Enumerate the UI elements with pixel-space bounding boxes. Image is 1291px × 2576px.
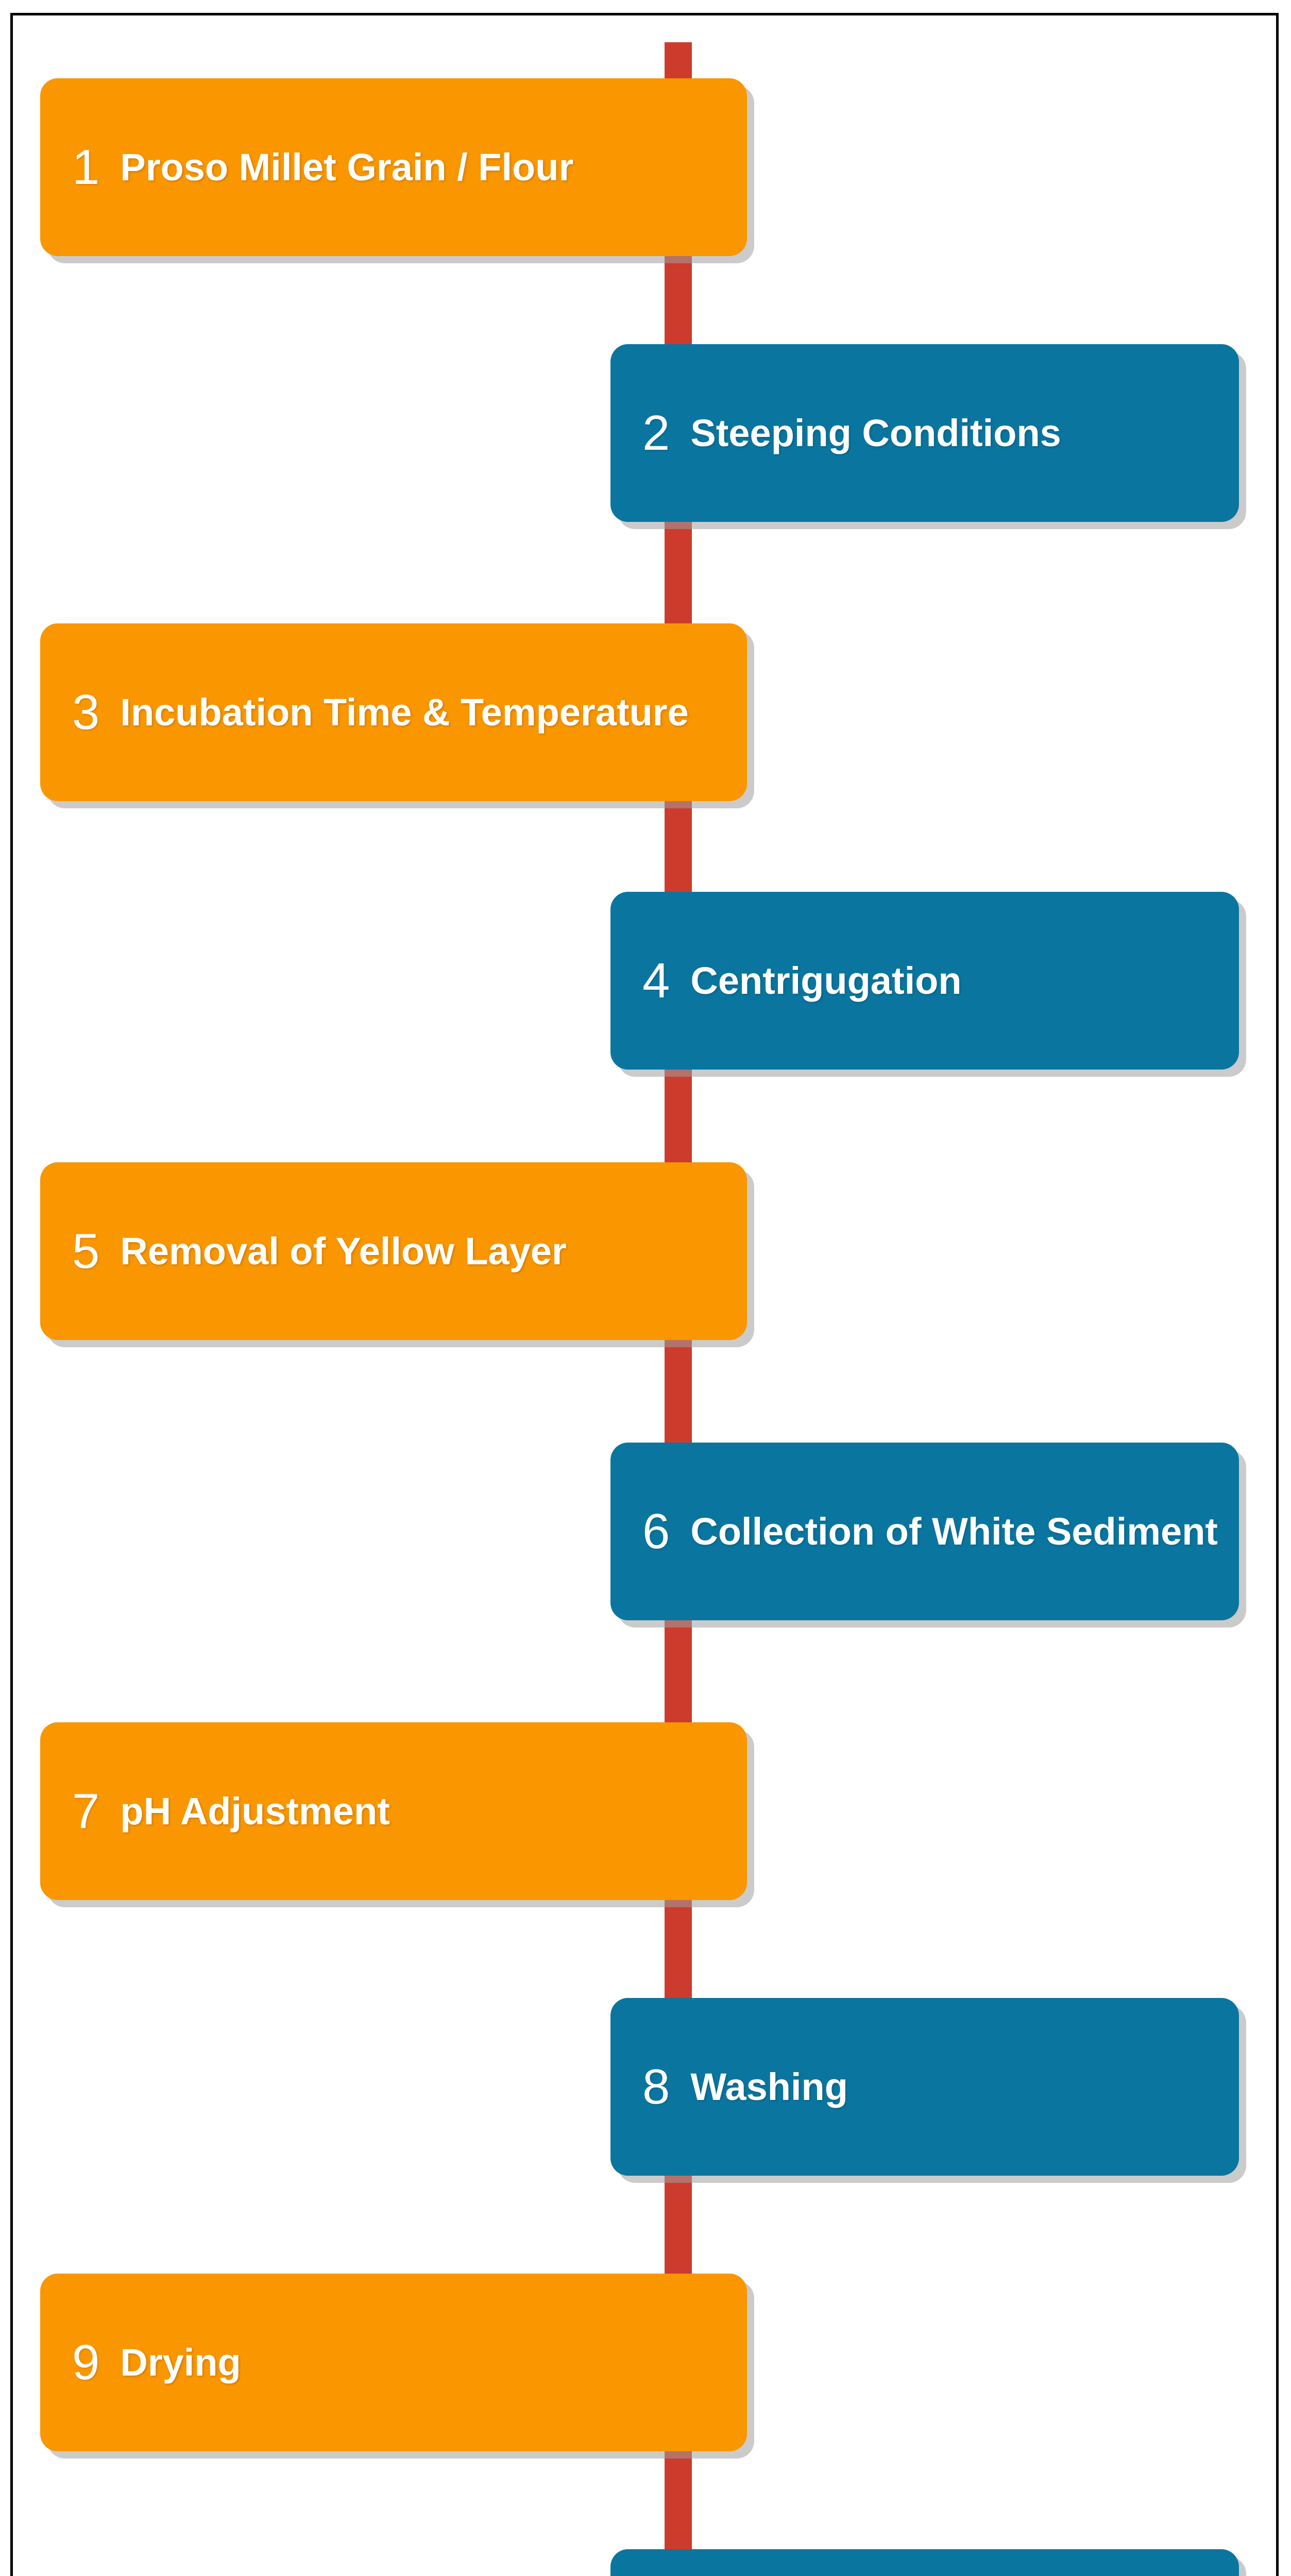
step-number-3: 3 (72, 684, 100, 740)
process-step-2[interactable]: 2 Steeping Conditions (610, 344, 1239, 522)
step-label-5: Removal of Yellow Layer (120, 1229, 567, 1273)
process-step-4[interactable]: 4 Centrigugation (610, 892, 1239, 1070)
step-number-8: 8 (642, 2059, 670, 2114)
process-step-6[interactable]: 6 Collection of White Sediment (610, 1443, 1239, 1620)
step-label-4: Centrigugation (690, 959, 962, 1002)
step-number-6: 6 (642, 1503, 670, 1559)
step-number-1: 1 (72, 139, 100, 195)
step-label-7: pH Adjustment (120, 1789, 390, 1833)
process-step-8[interactable]: 8 Washing (610, 1998, 1239, 2176)
process-step-9[interactable]: 9 Drying (40, 2274, 747, 2451)
step-number-2: 2 (642, 405, 670, 461)
step-label-6: Collection of White Sediment (690, 1510, 1218, 1553)
process-step-7[interactable]: 7 pH Adjustment (40, 1722, 747, 1900)
step-label-9: Drying (120, 2341, 241, 2384)
process-step-3[interactable]: 3 Incubation Time & Temperature (40, 623, 747, 801)
step-number-4: 4 (642, 953, 670, 1008)
step-label-8: Washing (690, 2065, 848, 2108)
step-number-5: 5 (72, 1223, 100, 1279)
step-label-2: Steeping Conditions (690, 411, 1061, 454)
step-label-3: Incubation Time & Temperature (120, 690, 689, 734)
step-number-7: 7 (72, 1783, 100, 1839)
process-step-1[interactable]: 1 Proso Millet Grain / Flour (40, 78, 747, 256)
process-step-5[interactable]: 5 Removal of Yellow Layer (40, 1162, 747, 1340)
process-step-10[interactable]: 10 Proso Millet Starch (610, 2549, 1239, 2576)
step-number-9: 9 (72, 2334, 100, 2390)
step-label-1: Proso Millet Grain / Flour (120, 145, 574, 189)
